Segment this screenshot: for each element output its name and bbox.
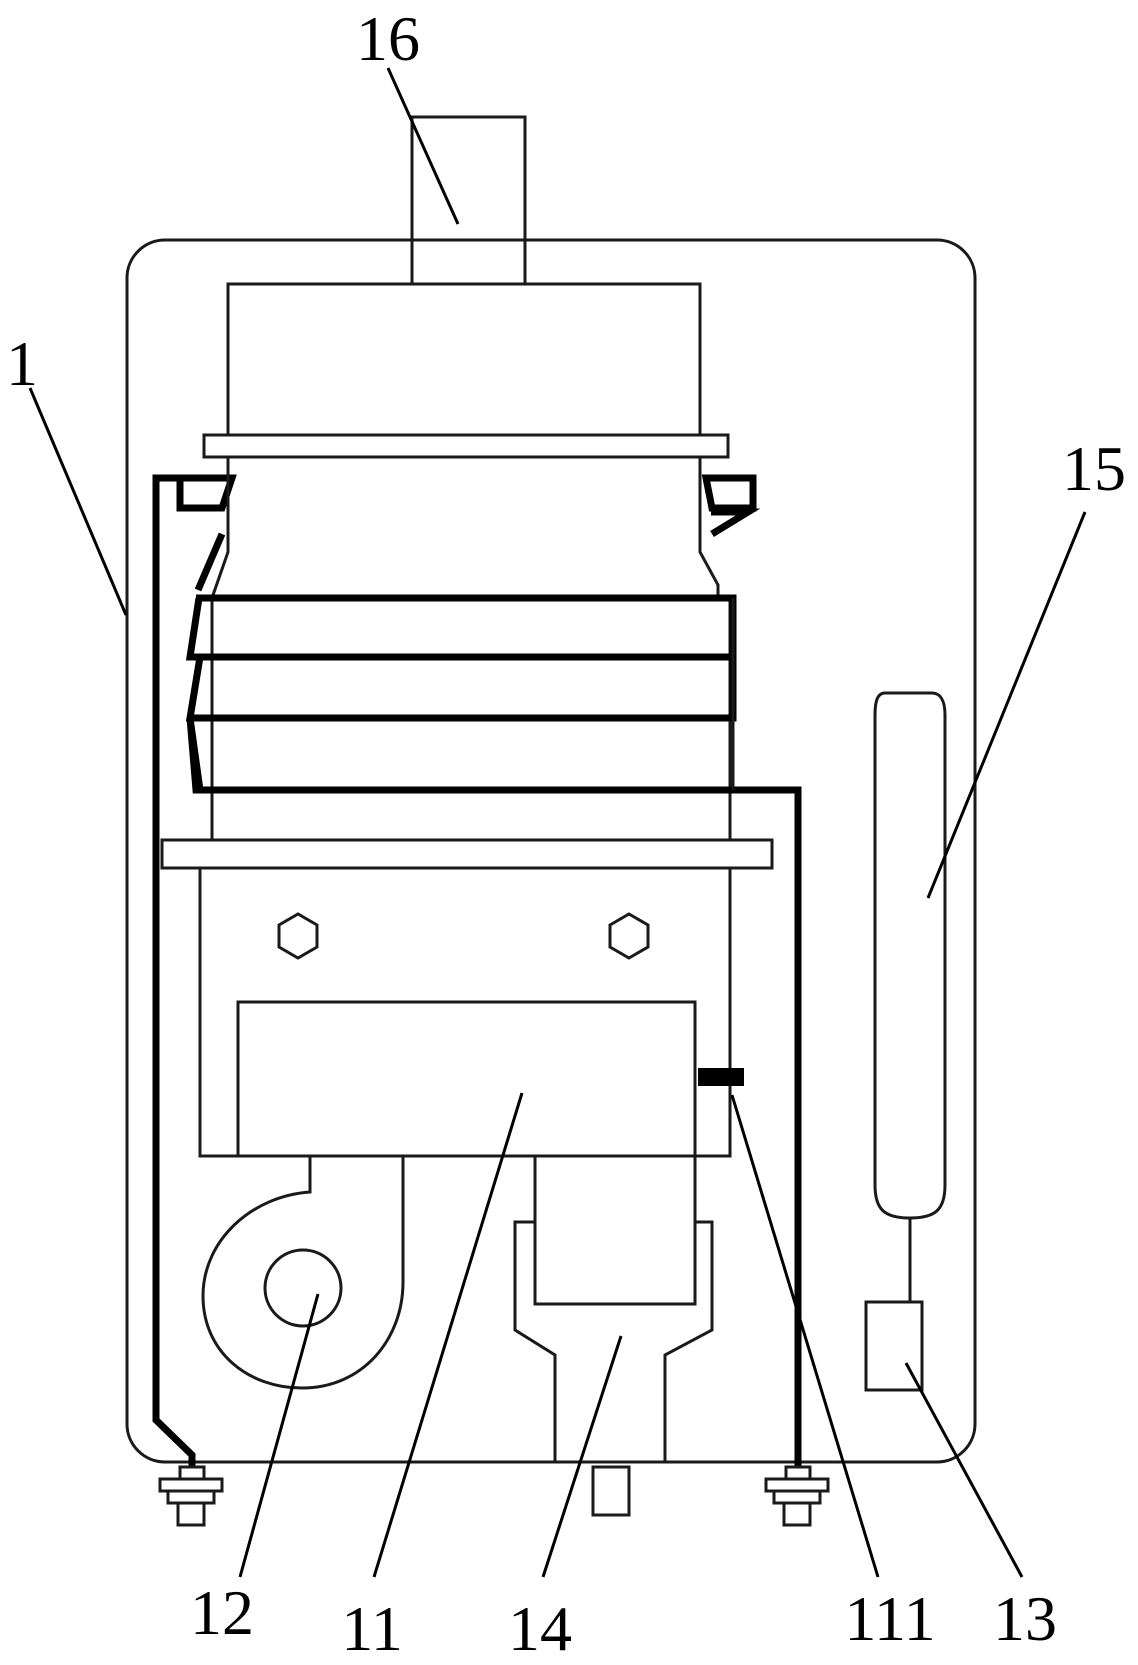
fan-motor bbox=[263, 1248, 343, 1328]
display-panel bbox=[873, 691, 947, 1220]
gas-inlet-stub bbox=[591, 1465, 631, 1517]
flue-outlet bbox=[410, 115, 527, 284]
leader-1 bbox=[28, 387, 128, 616]
right-bracket-diagonal bbox=[710, 508, 761, 537]
heat-exchanger-body bbox=[210, 457, 732, 840]
flue-hood bbox=[226, 282, 702, 437]
left-bracket bbox=[176, 474, 237, 512]
hood-flange bbox=[202, 433, 730, 459]
label-13: 13 bbox=[993, 1583, 1057, 1654]
left-pipe-fitting bbox=[158, 1465, 224, 1527]
controller-box bbox=[864, 1300, 924, 1392]
fan-housing bbox=[201, 1156, 405, 1390]
mounting-plate bbox=[160, 838, 774, 870]
leader-11 bbox=[372, 1092, 524, 1578]
right-bolt-icon bbox=[608, 912, 650, 960]
label-12: 12 bbox=[190, 1577, 254, 1648]
gas-valve bbox=[513, 1220, 714, 1462]
coil-bands bbox=[185, 594, 802, 1468]
leader-12 bbox=[238, 1293, 320, 1578]
outer-casing bbox=[125, 238, 977, 1464]
label-1: 1 bbox=[6, 328, 38, 399]
sensor bbox=[698, 1068, 744, 1086]
left-water-pipe bbox=[152, 474, 196, 1468]
leader-14 bbox=[541, 1335, 623, 1578]
burner-manifold bbox=[236, 1000, 697, 1306]
label-111: 111 bbox=[844, 1583, 935, 1654]
leader-16 bbox=[386, 67, 460, 225]
label-15: 15 bbox=[1062, 433, 1126, 504]
combustion-chamber bbox=[198, 868, 732, 1158]
right-bracket bbox=[701, 474, 757, 512]
leader-111 bbox=[730, 1094, 880, 1578]
label-11: 11 bbox=[341, 1593, 403, 1664]
right-pipe-fitting bbox=[764, 1465, 830, 1527]
label-14: 14 bbox=[508, 1593, 572, 1664]
left-bracket-diagonal bbox=[194, 532, 226, 592]
left-bolt-icon bbox=[277, 912, 319, 960]
label-16: 16 bbox=[356, 3, 420, 74]
leader-13 bbox=[904, 1362, 1024, 1578]
leader-15 bbox=[926, 511, 1087, 899]
